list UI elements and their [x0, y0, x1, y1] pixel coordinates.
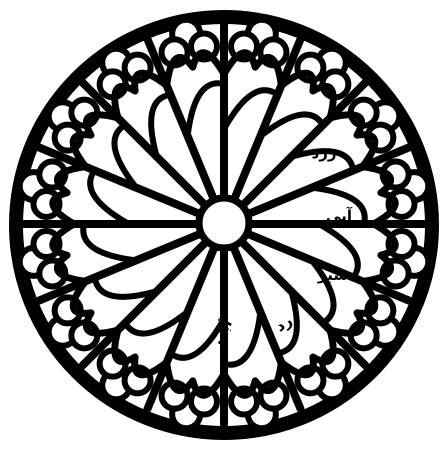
segment-label-blue-1: آبی [326, 207, 353, 225]
segment-label-green: سبز [317, 266, 348, 284]
segment-label-yellow-1: زرد [312, 144, 337, 162]
center-hub [199, 198, 249, 248]
